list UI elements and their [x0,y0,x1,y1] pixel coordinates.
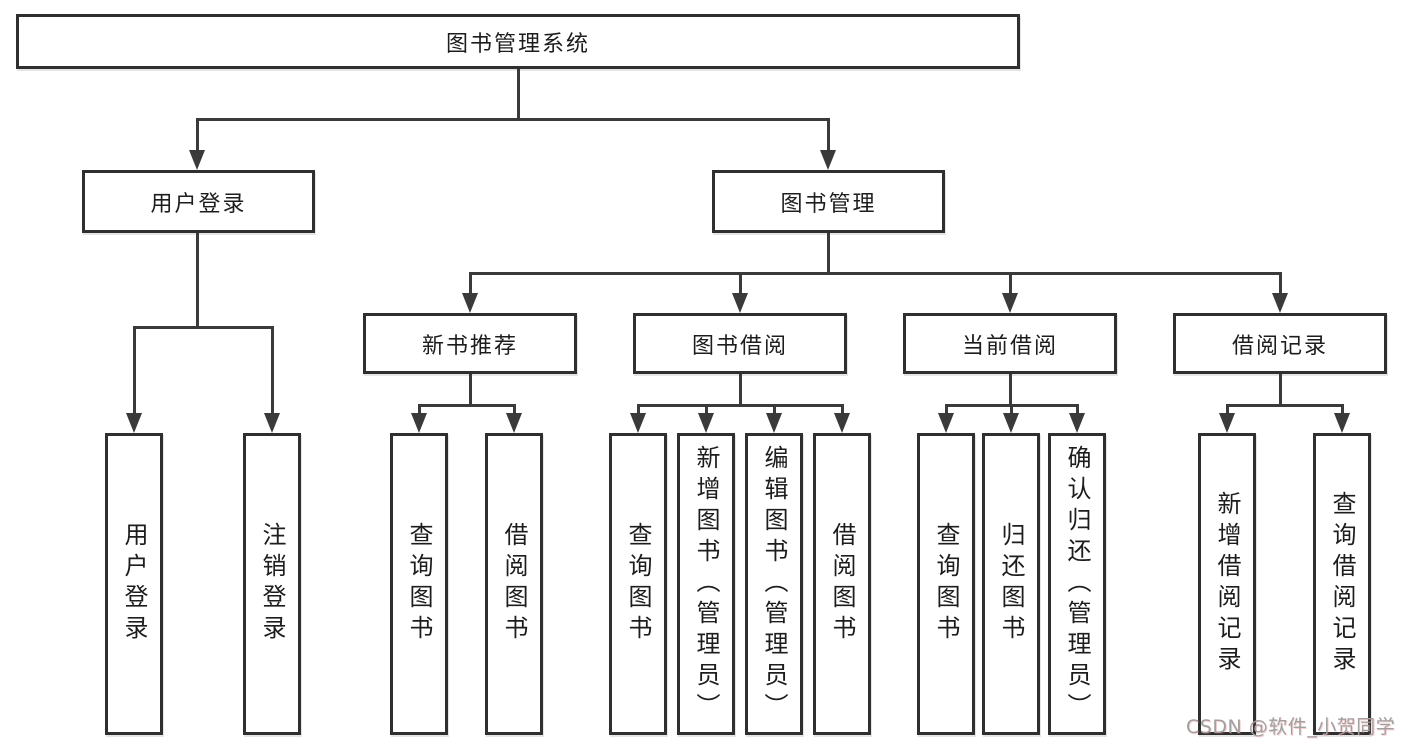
edge-line [517,69,520,118]
node-user-login: 用户登录 [82,170,315,233]
edge-line [841,404,844,413]
edge-line [469,374,472,404]
arrowhead-icon [732,293,748,313]
arrowhead-icon [462,293,478,313]
arrowhead-icon [1334,413,1350,433]
edge-line [418,404,516,407]
arrowhead-icon [1002,293,1018,313]
node-book-borrow: 图书借阅 [633,313,847,374]
arrowhead-icon [834,413,850,433]
edge-line [827,233,830,272]
edge-line [945,404,948,413]
arrowhead-icon [1272,293,1288,313]
node-current-borrow: 当前借阅 [903,313,1117,374]
edge-line [469,272,472,293]
leaf-logout: 注销登录 [243,433,301,735]
edge-line [469,272,1282,275]
edge-line [1341,404,1344,413]
node-new-book-recommend: 新书推荐 [363,313,577,374]
arrowhead-icon [698,413,714,433]
arrowhead-icon [630,413,646,433]
edge-line [418,404,421,413]
leaf-br-add-record: 新增借阅记录 [1198,433,1256,735]
edge-line [1076,404,1079,413]
node-borrow-record: 借阅记录 [1173,313,1387,374]
edge-line [1279,374,1282,404]
arrowhead-icon [766,413,782,433]
edge-line [196,233,199,326]
leaf-cb-return-book: 归还图书 [982,433,1040,735]
leaf-bb-borrow-book: 借阅图书 [813,433,871,735]
leaf-bb-query-book: 查询图书 [609,433,667,735]
edge-line [196,118,829,121]
edge-line [773,404,776,413]
arrowhead-icon [126,413,142,433]
edge-line [705,404,708,413]
edge-line [133,326,136,413]
edge-line [739,272,742,293]
arrowhead-icon [1069,413,1085,433]
edge-line [133,326,274,329]
leaf-bb-edit-book-admin: 编辑图书（管理员） [745,433,803,735]
edge-line [1226,404,1229,413]
watermark: CSDN @软件_小贺同学 [1186,716,1396,738]
edge-line [739,374,742,404]
arrowhead-icon [264,413,280,433]
arrowhead-icon [411,413,427,433]
edge-line [637,404,844,407]
leaf-cb-confirm-return-admin: 确认归还（管理员） [1048,433,1106,735]
edge-line [1279,272,1282,293]
edge-line [1009,374,1012,404]
edge-line [1009,272,1012,293]
node-book-management: 图书管理 [712,170,945,233]
arrowhead-icon [1003,413,1019,433]
arrowhead-icon [189,150,205,170]
arrowhead-icon [938,413,954,433]
arrowhead-icon [820,150,836,170]
edge-line [513,404,516,413]
edge-line [1226,404,1344,407]
leaf-user-login: 用户登录 [105,433,163,735]
leaf-rec-borrow-book: 借阅图书 [485,433,543,735]
edge-line [271,326,274,413]
edge-line [637,404,640,413]
edge-line [1010,404,1013,413]
edge-line [196,118,199,150]
leaf-br-query-record: 查询借阅记录 [1313,433,1371,735]
leaf-bb-add-book-admin: 新增图书（管理员） [677,433,735,735]
leaf-rec-query-book: 查询图书 [390,433,448,735]
leaf-cb-query-book: 查询图书 [917,433,975,735]
edge-line [827,118,830,150]
arrowhead-icon [1219,413,1235,433]
node-root: 图书管理系统 [16,14,1020,69]
arrowhead-icon [506,413,522,433]
